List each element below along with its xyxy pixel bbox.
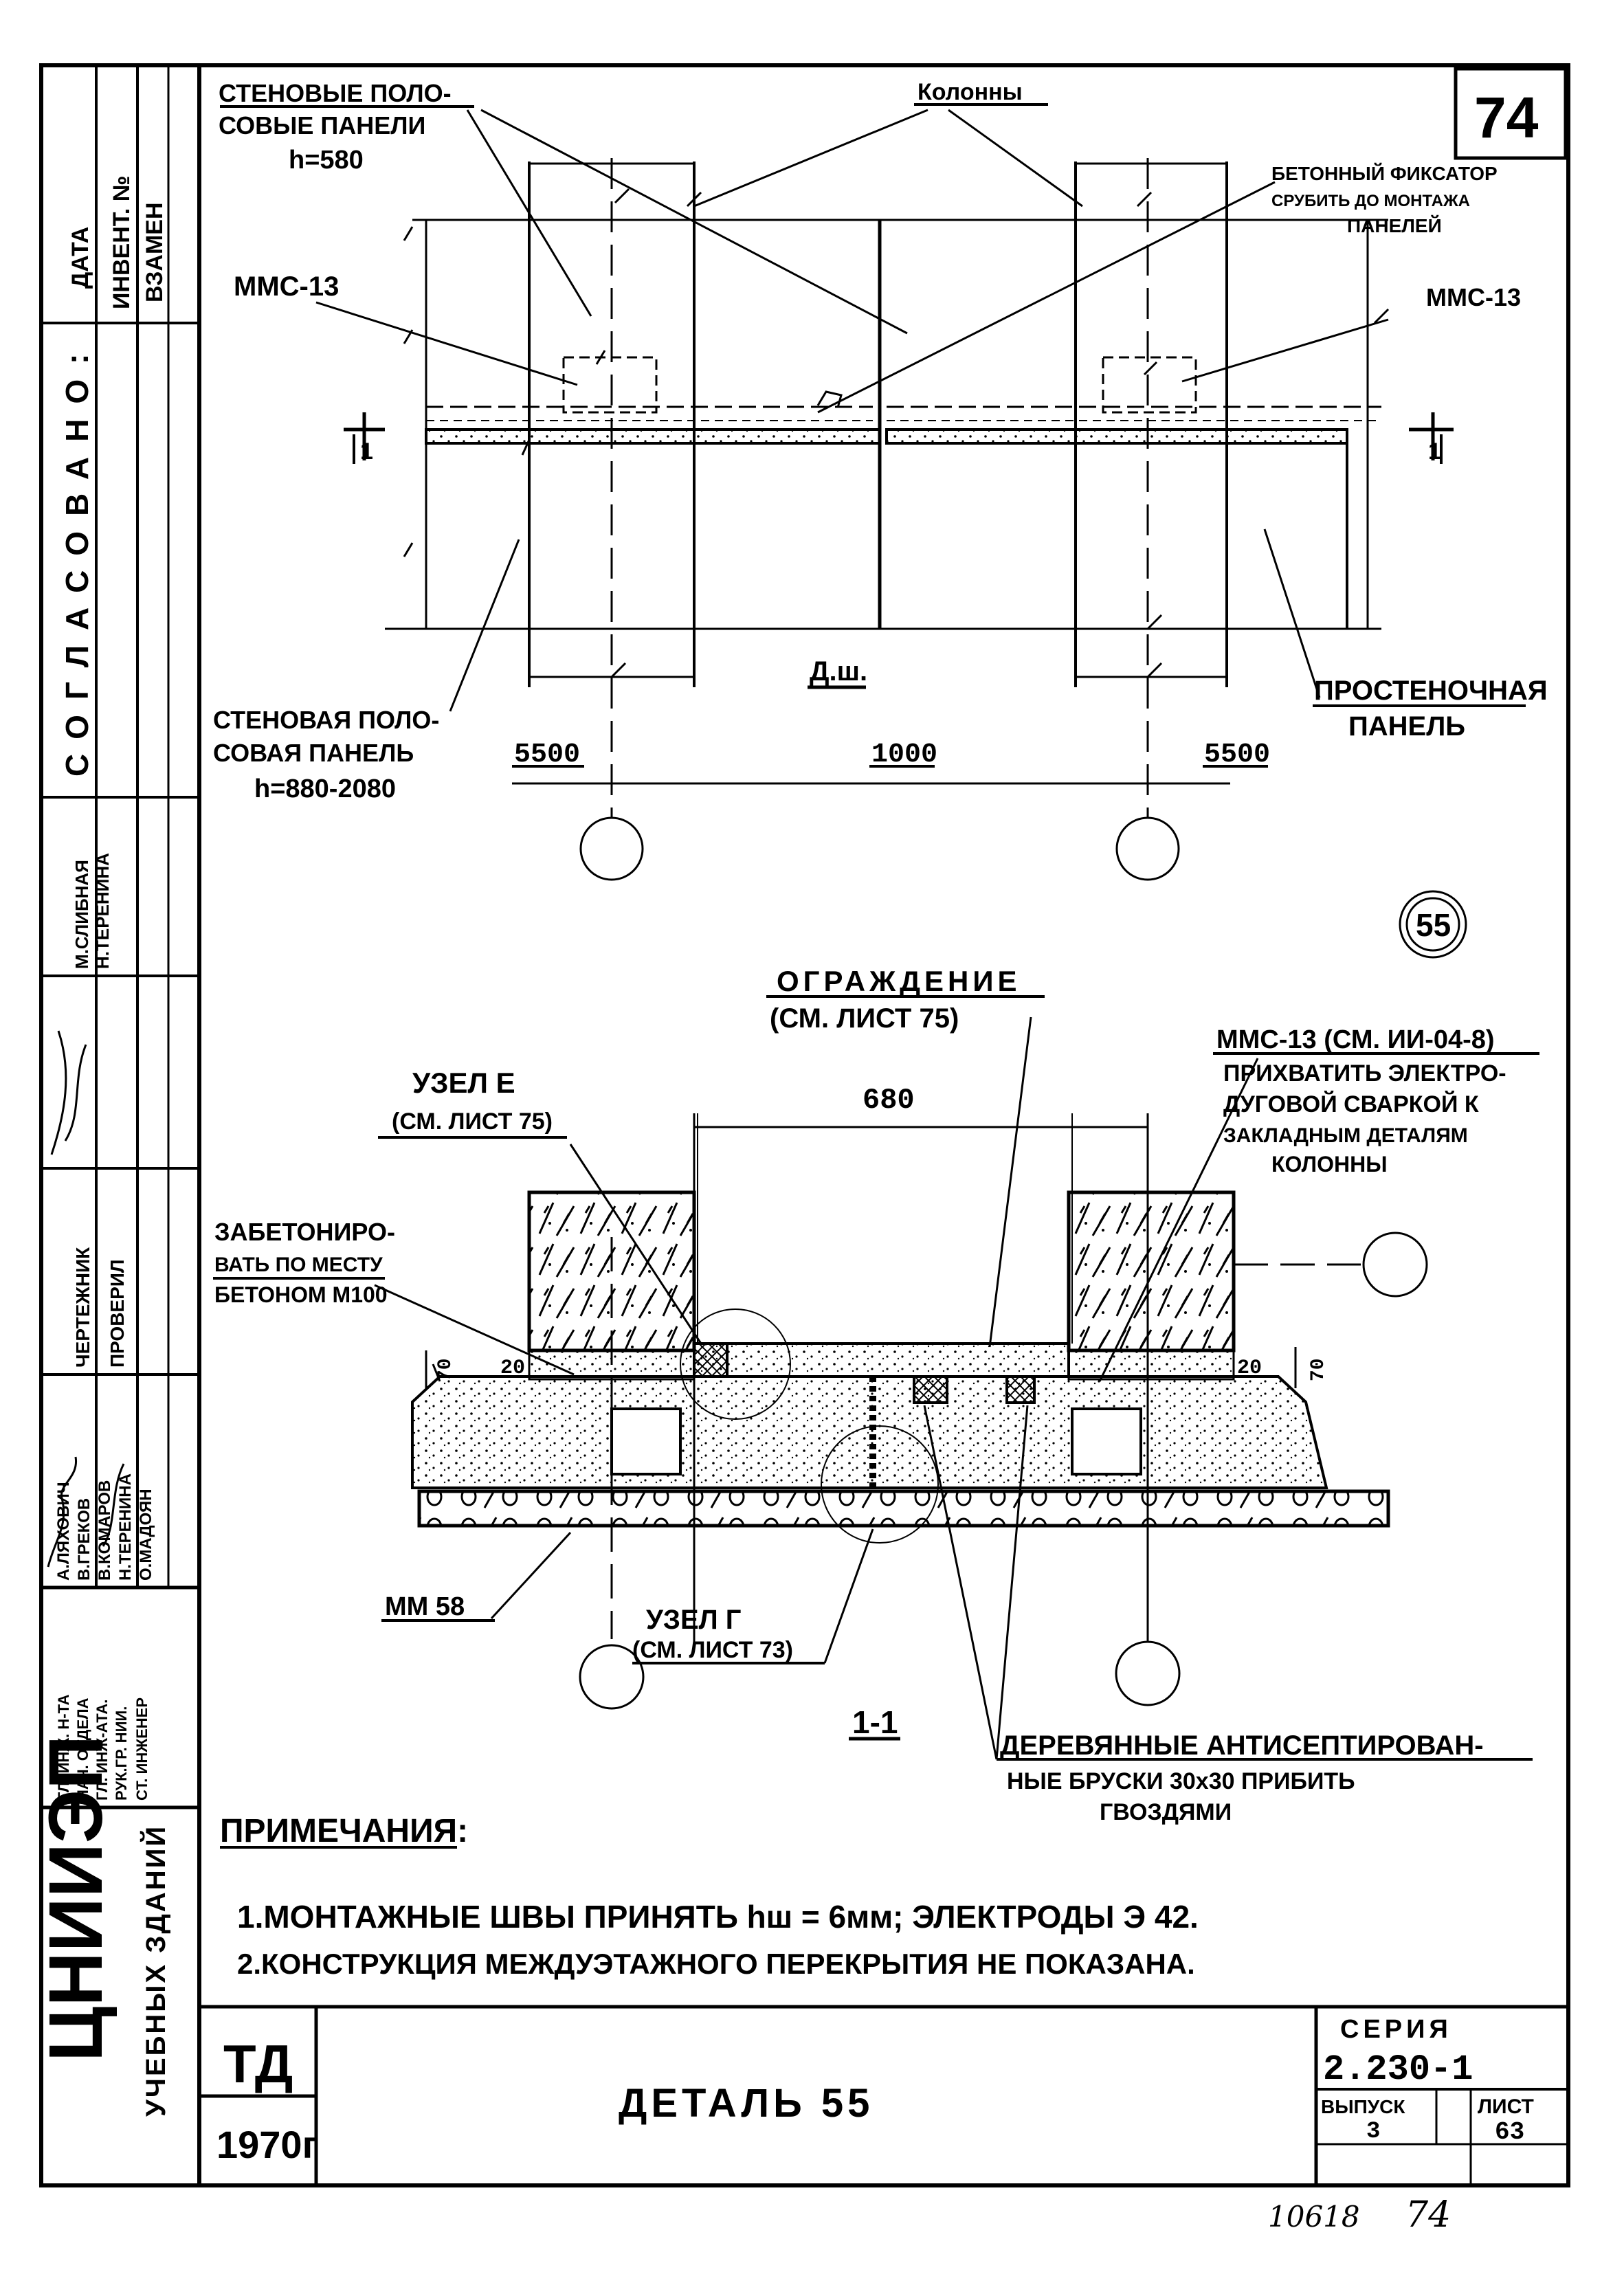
sheet-number: 74 bbox=[1474, 85, 1539, 150]
role-0: ГЛ. ИНЖ. Н-ТА bbox=[55, 1694, 72, 1801]
sname-2: В.КОМАРОВ bbox=[96, 1480, 114, 1581]
node-e-label-2: (СМ. ЛИСТ 75) bbox=[392, 1109, 553, 1135]
org-sub: УЧЕБНЫХ ЗДАНИЙ bbox=[140, 1825, 171, 2117]
label-h580: h=580 bbox=[289, 146, 364, 175]
sname-4: О.МАДОЯН bbox=[137, 1489, 155, 1581]
name2-0: М.СЛИБНАЯ bbox=[71, 860, 92, 969]
label-columns: Колонны bbox=[917, 79, 1023, 105]
org-name: ЦНИИЭП bbox=[34, 1735, 118, 2062]
mmc-right: ММС-13 bbox=[1426, 283, 1521, 311]
col-label-inv: ИНВЕНТ. № bbox=[109, 175, 135, 309]
wood-note-2: НЫЕ БРУСКИ 30х30 ПРИБИТЬ bbox=[1007, 1768, 1355, 1794]
label-pier-1: ПРОСТЕНОЧНАЯ bbox=[1314, 676, 1548, 706]
dim-680: 680 bbox=[863, 1084, 915, 1117]
fence-label-2: (СМ. ЛИСТ 75) bbox=[770, 1003, 959, 1034]
label-pier-2: ПАНЕЛЬ bbox=[1348, 711, 1465, 742]
role-4: СТ. ИНЖЕНЕР bbox=[133, 1697, 151, 1801]
note-2: 2.КОНСТРУКЦИЯ МЕЖДУЭТАЖНОГО ПЕРЕКРЫТИЯ Н… bbox=[237, 1948, 1195, 1980]
mmc-note-3: ДУГОВОЙ СВАРКОЙ К bbox=[1223, 1091, 1479, 1117]
mmc-note-1: ММС-13 (СМ. ИИ-04-8) bbox=[1216, 1025, 1495, 1054]
plan-view bbox=[220, 103, 1526, 959]
outer-frame bbox=[39, 63, 1570, 2187]
node-g-label-1: УЗЕЛ Г bbox=[646, 1605, 741, 1635]
label-wall-panel-low-2: СОВАЯ ПАНЕЛЬ bbox=[213, 739, 414, 767]
concrete-note-1: ЗАБЕТОНИРО- bbox=[214, 1218, 395, 1246]
dsh-label: Д.ш. bbox=[810, 656, 867, 687]
mmc-note-4: ЗАКЛАДНЫМ ДЕТАЛЯМ bbox=[1223, 1124, 1468, 1147]
detail-circle-number: 55 bbox=[1416, 907, 1451, 943]
dim-mid: 1000 bbox=[871, 739, 937, 770]
wood-note-3: ГВОЗДЯМИ bbox=[1100, 1799, 1232, 1825]
sname-3: Н.ТЕРЕНИНА bbox=[116, 1473, 135, 1581]
label-wall-panels-2: СОВЫЕ ПАНЕЛИ bbox=[219, 111, 425, 140]
bottom-handwritten-2: 74 bbox=[1405, 2194, 1451, 2236]
bottom-handwritten-1: 10618 bbox=[1268, 2200, 1360, 2234]
sname-1: В.ГРЕКОВ bbox=[75, 1498, 93, 1581]
sheet-value: 63 bbox=[1495, 2118, 1524, 2146]
role2-1: ПРОВЕРИЛ bbox=[107, 1259, 128, 1368]
year-label: 1970г bbox=[216, 2123, 318, 2166]
issue-value: 3 bbox=[1366, 2119, 1380, 2145]
label-wall-panel-low-3: h=880-2080 bbox=[254, 775, 396, 803]
role2-0: ЧЕРТЕЖНИК bbox=[72, 1247, 93, 1368]
dim-right: 5500 bbox=[1204, 739, 1270, 770]
sname-0: А.ЛЯХОВИЧ bbox=[54, 1482, 73, 1581]
dim-20-right: 20 bbox=[1237, 1357, 1262, 1380]
role-1: НАЧ. ОТДЕЛА bbox=[74, 1697, 91, 1801]
sidebar: ДАТА ИНВЕНТ. № ВЗАМЕН СОГЛАСОВАНО: ЧЕРТЕ… bbox=[34, 65, 199, 2117]
section-view bbox=[213, 995, 1539, 1761]
sheet-label: ЛИСТ bbox=[1478, 2095, 1534, 2118]
signature-2 bbox=[47, 1456, 125, 1568]
mmc-note-2: ПРИХВАТИТЬ ЭЛЕКТРО- bbox=[1223, 1060, 1506, 1087]
sheet-number-box bbox=[1454, 67, 1568, 160]
role-2: ГЛ. ИНЖ-АТА. bbox=[93, 1700, 111, 1801]
section-mark-left: 1 bbox=[360, 438, 373, 465]
col-label-instead: ВЗАМЕН bbox=[142, 202, 168, 302]
label-wall-panel-low-1: СТЕНОВАЯ ПОЛО- bbox=[213, 706, 439, 734]
mm58-label: ММ 58 bbox=[385, 1592, 465, 1621]
note-1: 1.МОНТАЖНЫЕ ШВЫ ПРИНЯТЬ hш = 6мм; ЭЛЕКТР… bbox=[237, 1899, 1199, 1935]
section-1-1-label: 1-1 bbox=[852, 1704, 898, 1740]
notes-heading: ПРИМЕЧАНИЯ: bbox=[220, 1813, 468, 1849]
dim-left: 5500 bbox=[514, 739, 580, 770]
label-fixator-3: ПАНЕЛЕЙ bbox=[1347, 214, 1442, 236]
dim-20-left: 20 bbox=[500, 1357, 525, 1380]
mmc-left: ММС-13 bbox=[234, 271, 339, 302]
fence-label-1: ОГРАЖДЕНИЕ bbox=[777, 965, 1021, 997]
node-g-label-2: (СМ. ЛИСТ 73) bbox=[632, 1637, 793, 1663]
mmc-note-5: КОЛОННЫ bbox=[1271, 1152, 1388, 1177]
section-mark-right: 1 bbox=[1428, 438, 1441, 465]
role-3: РУК.ГР. НИИ. bbox=[113, 1706, 130, 1801]
issue-label: ВЫПУСК bbox=[1321, 2096, 1405, 2117]
sheet-title: ДЕТАЛЬ 55 bbox=[619, 2081, 874, 2126]
dim-70-left: 70 bbox=[435, 1358, 456, 1381]
node-e-label-1: УЗЕЛ Е bbox=[412, 1067, 515, 1099]
label-fixator-1: БЕТОННЫЙ ФИКСАТОР bbox=[1271, 162, 1498, 184]
concrete-note-3: БЕТОНОМ М100 bbox=[214, 1282, 388, 1307]
concrete-note-2: ВАТЬ ПО МЕСТУ bbox=[214, 1254, 383, 1276]
wood-note-1: ДЕРЕВЯННЫЕ АНТИСЕПТИРОВАН- bbox=[1000, 1730, 1484, 1761]
signature-1 bbox=[50, 1030, 87, 1155]
series-label: СЕРИЯ bbox=[1340, 2015, 1452, 2044]
label-fixator-2: СРУБИТЬ ДО МОНТАЖА bbox=[1271, 192, 1470, 210]
title-block bbox=[199, 2005, 1568, 2185]
approved-label: СОГЛАСОВАНО: bbox=[59, 339, 95, 777]
series-value: 2.230-1 bbox=[1323, 2049, 1473, 2090]
dim-70-right: 70 bbox=[1308, 1358, 1329, 1381]
label-wall-panels: СТЕНОВЫЕ ПОЛО- bbox=[219, 79, 452, 107]
td-label: ТД bbox=[223, 2034, 293, 2094]
name2-1: Н.ТЕРЕНИНА bbox=[92, 853, 113, 969]
col-label-date: ДАТА bbox=[67, 227, 93, 289]
